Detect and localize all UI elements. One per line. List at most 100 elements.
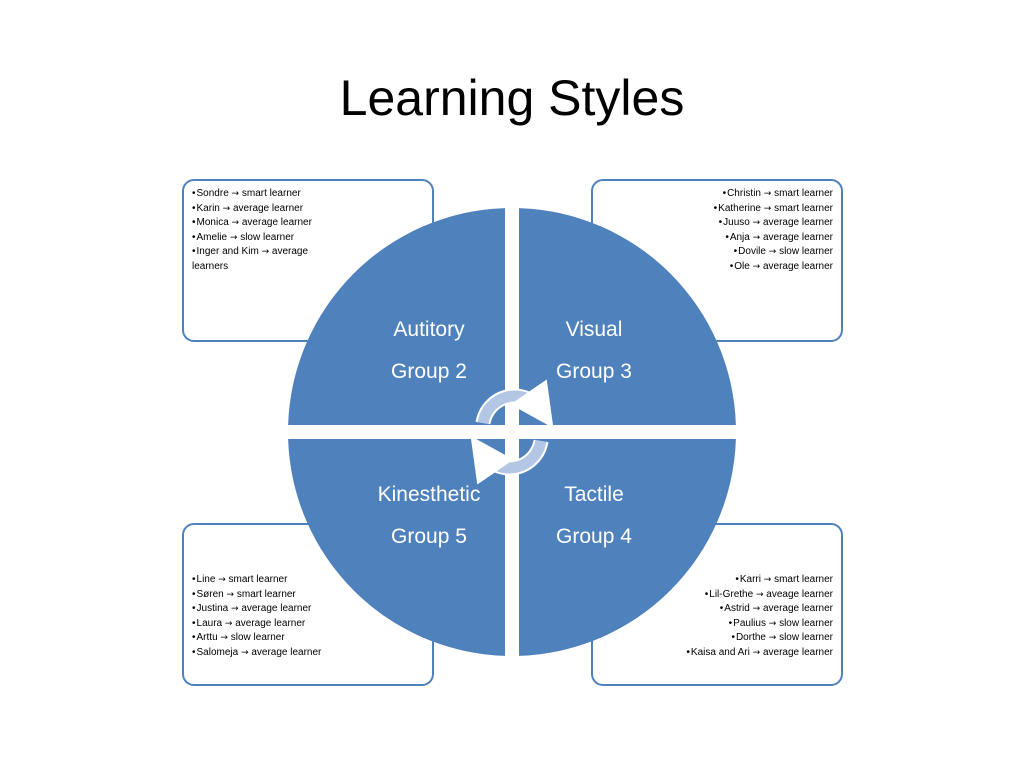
- bullet-icon: •: [192, 188, 196, 199]
- arrow-right-icon: →: [752, 604, 761, 615]
- arrow-right-icon: →: [226, 589, 235, 600]
- student-name: Juuso: [723, 217, 750, 229]
- learner-level: average learner: [762, 603, 833, 615]
- learner-level: average learner: [241, 217, 312, 229]
- arrow-right-icon: →: [218, 575, 226, 585]
- kinesthetic-student-list: •Line → smart learner•Søren → smart lear…: [192, 573, 372, 661]
- student-name: Kaisa and Ari: [690, 646, 750, 658]
- list-item: •Søren → smart learner: [192, 588, 372, 603]
- quadrant-kinesthetic: [288, 439, 505, 656]
- list-item: •Christin → smart learner: [663, 187, 833, 202]
- auditory-student-list: •Sondre → smart learner•Karin → average …: [192, 187, 332, 275]
- list-item: •Karin → average learner: [192, 202, 332, 217]
- student-name: Sondre: [196, 188, 229, 199]
- quadrant-visual-name: Visual: [566, 318, 623, 341]
- student-name: Christin: [727, 188, 761, 199]
- arrow-right-icon: →: [241, 647, 249, 658]
- list-item: •Lil-Grethe → aveage learner: [663, 588, 833, 603]
- learner-level: smart learner: [241, 188, 301, 199]
- bullet-icon: •: [192, 202, 196, 214]
- student-name: Inger and Kim: [196, 246, 259, 258]
- learner-level: average learner: [762, 646, 833, 658]
- bullet-icon: •: [192, 646, 196, 658]
- quadrant-tactile-group: Group 4: [556, 525, 632, 548]
- learner-level: slow learner: [779, 632, 833, 644]
- list-item: •Inger and Kim → average learners: [192, 245, 332, 274]
- list-item: •Astrid → average learner: [663, 602, 833, 617]
- arrow-right-icon: →: [763, 203, 772, 214]
- bullet-icon: •: [192, 217, 196, 229]
- arrow-right-icon: →: [752, 218, 761, 229]
- list-item: •Paulius → slow learner: [663, 617, 833, 632]
- bullet-icon: •: [192, 231, 196, 243]
- bullet-icon: •: [728, 617, 733, 629]
- arrow-right-icon: →: [752, 261, 761, 272]
- quadrant-kinesthetic-group: Group 5: [391, 525, 467, 548]
- list-item: •Anja → average learner: [663, 231, 833, 246]
- learner-level: aveage learner: [766, 588, 833, 600]
- bullet-icon: •: [192, 603, 196, 615]
- bullet-icon: •: [722, 188, 727, 199]
- quadrant-tactile-name: Tactile: [564, 483, 624, 506]
- learner-level: average learner: [235, 617, 306, 629]
- list-item: •Kaisa and Ari → average learner: [663, 646, 833, 661]
- learner-level: average learner: [762, 231, 833, 243]
- student-name: Søren: [196, 588, 224, 600]
- list-item: •Arttu → slow learner: [192, 631, 372, 646]
- list-item: •Monica → average learner: [192, 216, 332, 231]
- learner-level: average learner: [241, 603, 312, 615]
- bullet-icon: •: [729, 260, 734, 272]
- student-name: Lil-Grethe: [709, 588, 754, 600]
- student-name: Dovile: [738, 246, 766, 258]
- arrow-right-icon: →: [752, 232, 761, 243]
- arrow-right-icon: →: [768, 633, 777, 644]
- student-name: Karin: [196, 202, 220, 214]
- quadrant-kinesthetic-name: Kinesthetic: [378, 483, 481, 506]
- learner-level: smart learner: [228, 574, 288, 585]
- bullet-icon: •: [735, 574, 739, 585]
- learner-level: slow learner: [230, 632, 285, 644]
- student-name: Katherine: [718, 202, 761, 214]
- arrow-right-icon: →: [752, 647, 761, 658]
- arrow-right-icon: →: [763, 575, 772, 585]
- list-item: •Karri → smart learner: [663, 573, 833, 588]
- student-name: Anja: [729, 231, 750, 243]
- bullet-icon: •: [719, 603, 724, 615]
- arrow-right-icon: →: [231, 218, 240, 229]
- list-item: •Laura → average learner: [192, 617, 372, 632]
- bullet-icon: •: [731, 632, 735, 644]
- student-name: Salomeja: [196, 646, 239, 658]
- list-item: •Amelie → slow learner: [192, 231, 332, 246]
- arrow-right-icon: →: [229, 232, 238, 243]
- page-title: Learning Styles: [339, 70, 685, 126]
- learner-level: smart learner: [774, 574, 833, 585]
- list-item: •Line → smart learner: [192, 573, 372, 588]
- quadrant-visual: [519, 208, 736, 425]
- student-name: Amelie: [196, 231, 228, 243]
- bullet-icon: •: [192, 574, 196, 585]
- quadrant-visual-group: Group 3: [556, 360, 632, 383]
- learner-level: smart learner: [774, 188, 833, 199]
- list-item: •Dorthe → slow learner: [663, 631, 833, 646]
- list-item: •Justina → average learner: [192, 602, 372, 617]
- arrow-right-icon: →: [755, 589, 764, 600]
- student-name: Paulius: [733, 617, 766, 629]
- student-name: Monica: [196, 217, 229, 229]
- student-name: Line: [196, 574, 216, 585]
- student-name: Laura: [196, 617, 223, 629]
- list-item: •Sondre → smart learner: [192, 187, 332, 202]
- quadrant-auditory-group: Group 2: [391, 360, 467, 383]
- learner-level: average learner: [232, 202, 304, 214]
- arrow-right-icon: →: [768, 618, 777, 629]
- cycle-arrows-icon: [470, 379, 554, 485]
- bullet-icon: •: [713, 202, 718, 214]
- list-item: •Dovile → slow learner: [663, 245, 833, 260]
- arrow-right-icon: →: [224, 618, 233, 629]
- list-item: •Juuso → average learner: [663, 216, 833, 231]
- student-name: Dorthe: [735, 632, 766, 644]
- arrow-right-icon: →: [220, 633, 228, 644]
- bullet-icon: •: [192, 246, 196, 258]
- quadrant-auditory: [288, 208, 505, 425]
- arrow-right-icon: →: [768, 247, 777, 258]
